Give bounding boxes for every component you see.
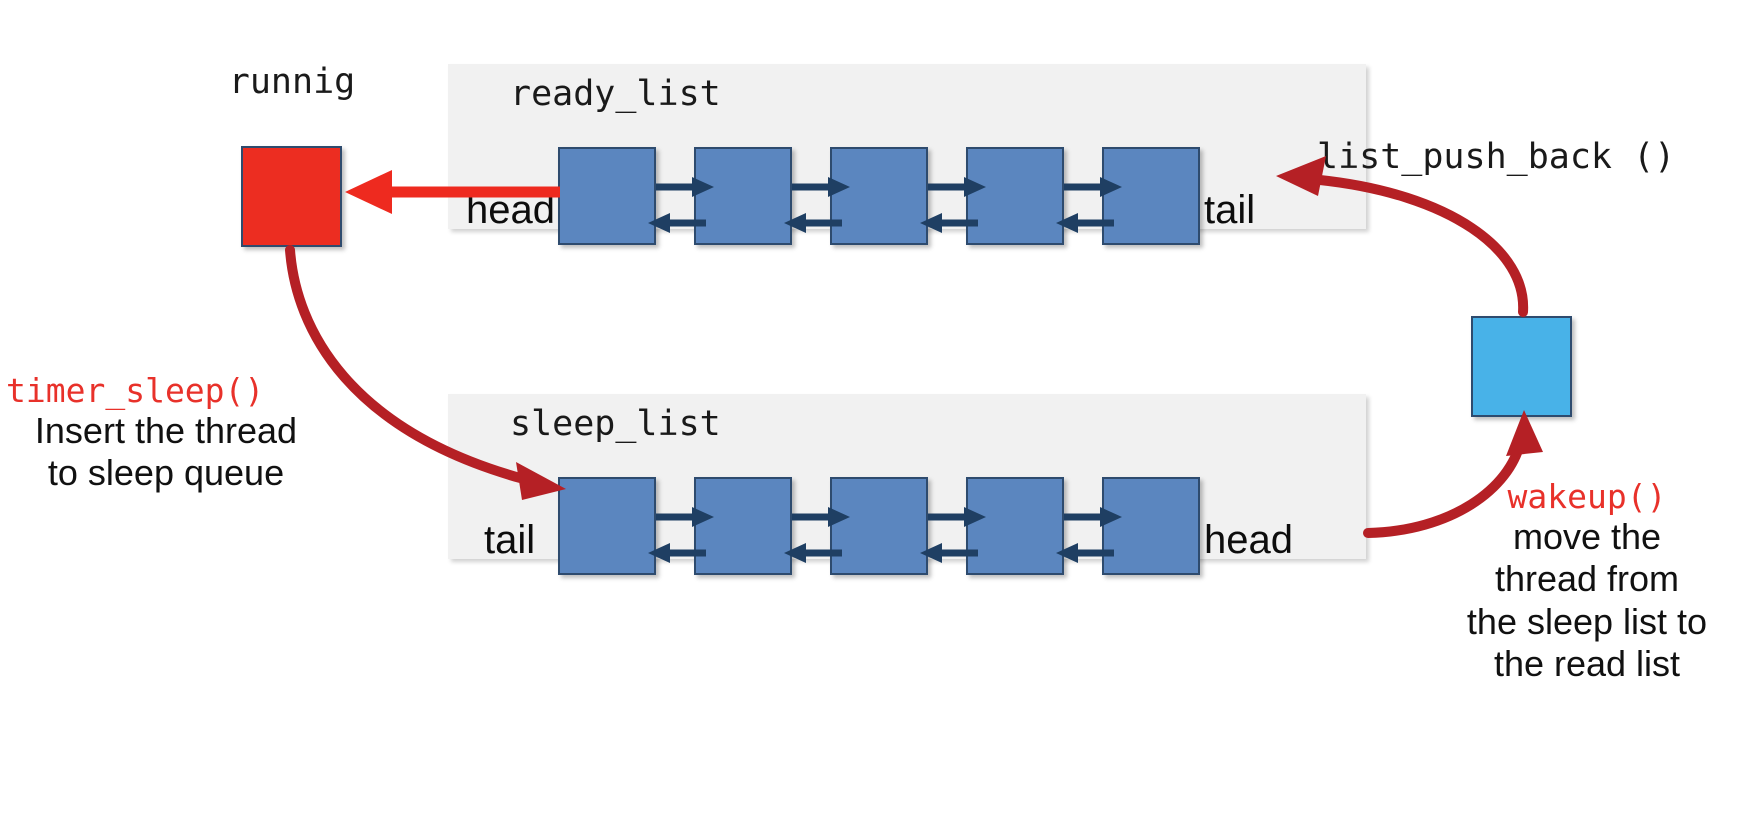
sleep-tail-label: tail (484, 518, 536, 562)
sleep-head-label: head (1204, 518, 1293, 562)
running-thread-box (241, 146, 342, 247)
ready-list-panel: ready_list (448, 64, 1366, 245)
sleep-list-title: sleep_list (510, 404, 721, 444)
sleep-connector-1 (630, 504, 732, 566)
ready-tail-label: tail (1204, 188, 1256, 232)
sleep-list-panel: sleep_list (448, 394, 1366, 575)
running-title: runnig (228, 62, 356, 102)
timer-sleep-desc-line-1: Insert the thread (34, 409, 298, 451)
timer-sleep-fn-label: timer_sleep() (6, 371, 265, 410)
sleep-connector-3 (902, 504, 1004, 566)
woken-thread-box (1471, 316, 1572, 417)
ready-connector-2 (766, 174, 868, 236)
sleep-node-3 (830, 477, 928, 575)
ready-node-4 (966, 147, 1064, 245)
ready-node-5 (1102, 147, 1200, 245)
ready-list-title: ready_list (510, 74, 721, 114)
sleep-node-2 (694, 477, 792, 575)
sleep-connector-2 (766, 504, 868, 566)
ready-connector-4 (1038, 174, 1140, 236)
ready-node-3 (830, 147, 928, 245)
list-push-back-label: list_push_back () (1317, 137, 1676, 177)
sleep-node-4 (966, 477, 1064, 575)
timer-sleep-annotation: timer_sleep() Insert the thread to sleep… (6, 372, 326, 495)
ready-connector-3 (902, 174, 1004, 236)
wakeup-desc-line-3: the sleep list to (1466, 600, 1708, 642)
wakeup-annotation: wakeup() move the thread from the sleep … (1432, 478, 1742, 686)
wakeup-desc-line-4: the read list (1493, 643, 1681, 685)
ready-head-label: head (466, 188, 555, 232)
sleep-node-5 (1102, 477, 1200, 575)
ready-node-2 (694, 147, 792, 245)
sleep-connector-4 (1038, 504, 1140, 566)
timer-sleep-desc-line-2: to sleep queue (47, 452, 285, 494)
wakeup-fn-label: wakeup() (1507, 477, 1667, 516)
wakeup-desc-line-1: move the (1512, 515, 1662, 557)
ready-connector-1 (630, 174, 732, 236)
wakeup-desc-line-2: thread from (1494, 558, 1680, 600)
sleep-node-1 (558, 477, 656, 575)
